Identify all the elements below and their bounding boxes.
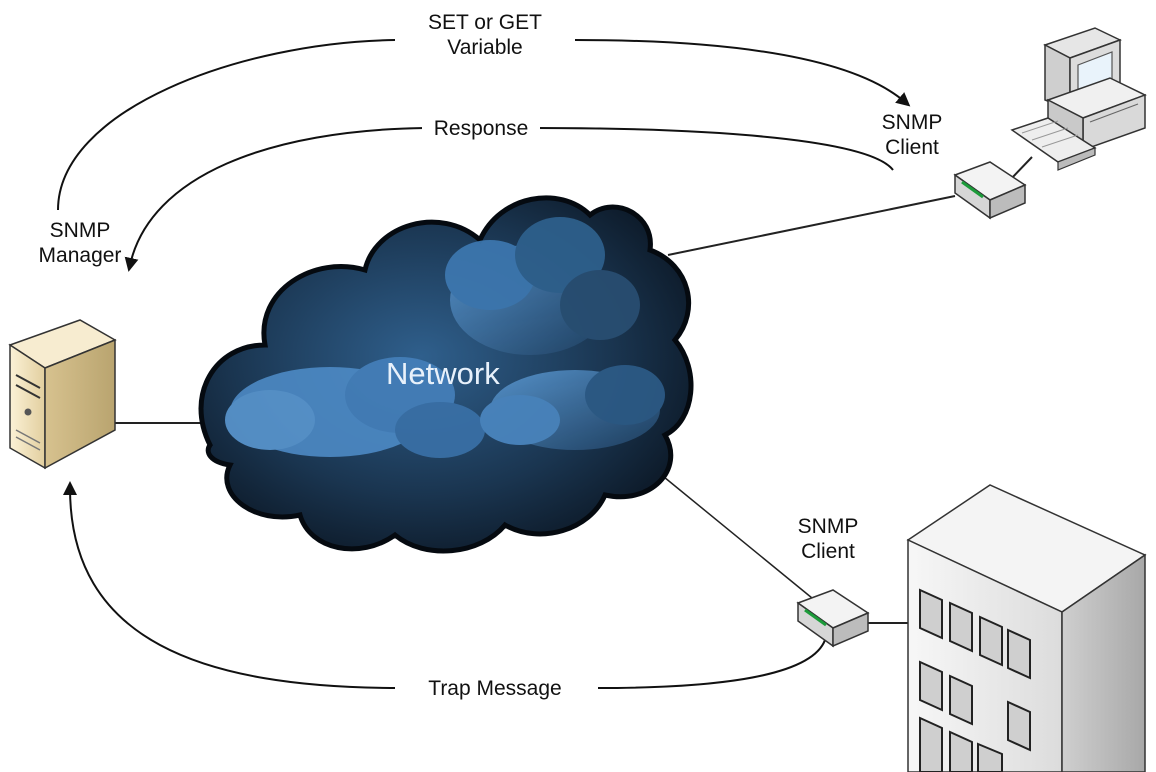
network-device-icon — [953, 161, 1027, 220]
cloud-puffs — [225, 217, 665, 458]
network-label: Network — [386, 356, 500, 391]
cloud-icon — [198, 195, 694, 554]
client-top-label: SNMP Client — [872, 110, 952, 160]
trap-message-label: Trap Message — [395, 676, 595, 701]
response-label: Response — [422, 116, 540, 141]
response-arrow — [130, 127, 894, 265]
network-device-icon-bottom — [796, 589, 870, 648]
set-get-arrow — [57, 39, 905, 211]
client-bottom-line2: Client — [801, 540, 855, 563]
connection-lines — [115, 156, 1033, 624]
manager-line2: Manager — [38, 244, 122, 267]
client-bottom-line1: SNMP — [797, 515, 859, 538]
server-icon — [8, 319, 117, 470]
building-icon — [906, 484, 1147, 772]
network-top-client-link — [667, 195, 956, 256]
manager-line1: SNMP — [49, 219, 111, 242]
network-bottom-client-link — [663, 476, 813, 599]
client-bottom-label: SNMP Client — [788, 514, 868, 564]
message-arrows — [57, 39, 905, 689]
set-get-label: SET or GET Variable — [405, 10, 565, 60]
set-get-line2: Variable — [447, 36, 523, 59]
client-top-line2: Client — [885, 136, 939, 159]
trap-arrow — [70, 488, 826, 689]
client-top-line1: SNMP — [881, 111, 943, 134]
manager-label: SNMP Manager — [20, 218, 140, 268]
desktop-computer-icon — [1010, 27, 1147, 171]
top-client-workstation-link — [1009, 156, 1033, 181]
set-get-line1: SET or GET — [428, 11, 542, 34]
